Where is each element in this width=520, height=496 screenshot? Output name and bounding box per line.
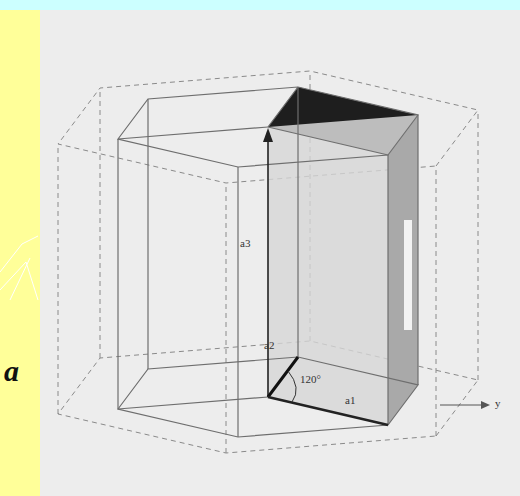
axis-label: a2 [264,340,274,351]
axis-label: a1 [345,395,355,406]
angle-label: 120° [300,374,321,385]
callout-letter: a [4,356,19,386]
axis-label: y [495,398,501,409]
axis-label: a3 [240,238,250,249]
